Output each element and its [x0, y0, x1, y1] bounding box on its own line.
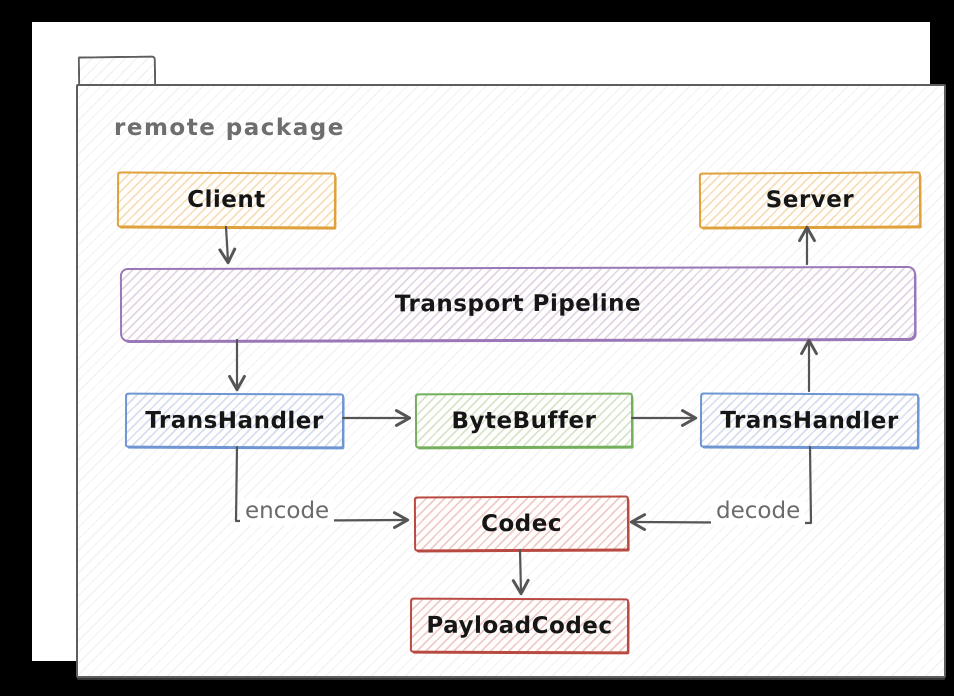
node-transhandler-left: TransHandler	[124, 392, 345, 449]
package-title: remote package	[114, 115, 345, 141]
node-client-label: Client	[187, 186, 266, 214]
node-server: Server	[698, 171, 922, 229]
node-transhandler-right-label: TransHandler	[720, 407, 899, 434]
edge-label-decode: decode	[711, 498, 806, 525]
node-bytebuffer-label: ByteBuffer	[451, 407, 597, 434]
node-transport-pipeline: Transport Pipeline	[119, 265, 917, 343]
node-transhandler-left-label: TransHandler	[145, 407, 324, 434]
edge-label-encode: encode	[240, 498, 335, 525]
node-transport-pipeline-label: Transport Pipeline	[394, 290, 642, 318]
node-client: Client	[116, 171, 337, 229]
node-payloadcodec-label: PayloadCodec	[426, 612, 613, 639]
node-server-label: Server	[765, 186, 855, 214]
node-transhandler-right: TransHandler	[699, 392, 920, 449]
node-bytebuffer: ByteBuffer	[414, 392, 634, 449]
node-codec-label: Codec	[480, 510, 562, 537]
node-codec: Codec	[413, 495, 630, 552]
node-payloadcodec: PayloadCodec	[409, 597, 630, 654]
diagram-canvas: remote package Client Server Transport P…	[32, 22, 946, 678]
